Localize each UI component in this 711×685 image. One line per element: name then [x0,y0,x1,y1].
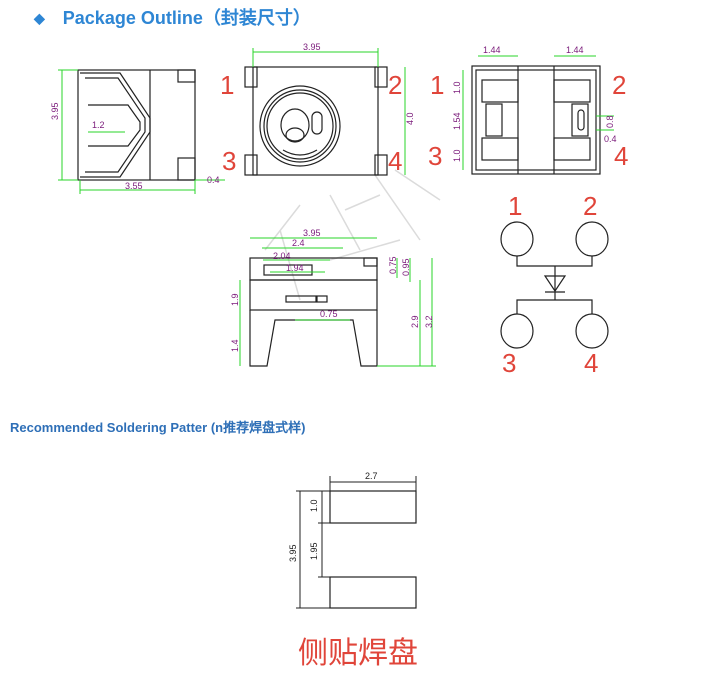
package-outline-heading: ◆ Package Outline（封装尺寸） [34,4,311,30]
dim-1-9: 1.9 [230,293,240,306]
dim-0-75-bottom: 0.75 [320,309,338,319]
top-view [244,66,388,176]
dim-3-95-top: 3.95 [303,42,321,52]
dim-2-7: 2.7 [365,471,378,481]
dim-3-55: 3.55 [125,181,143,191]
top-view-dims [252,48,406,175]
pin-2-label: 2 [388,70,402,100]
dim-3-2: 3.2 [424,315,434,328]
dim-2-04: 2.04 [273,251,291,261]
pin-4-label-bottom: 4 [614,141,628,171]
dim-3-95-pad: 3.95 [288,544,298,562]
schematic-pin-1: 1 [508,191,522,221]
side-mount-pad-label: 侧贴焊盘 [298,636,418,671]
dim-1-0-bottom: 1.0 [452,149,462,162]
dim-0-8: 0.8 [605,115,615,128]
schematic-pin-2: 2 [583,191,597,221]
dim-1-2: 1.2 [92,120,105,130]
front-view [249,257,378,367]
side-view-left-dims [58,69,225,194]
dim-1-4: 1.4 [230,339,240,352]
dim-0-4-bottom: 0.4 [604,134,617,144]
dim-1-54: 1.54 [452,112,462,130]
dim-1-44-left: 1.44 [483,45,501,55]
dim-3-95-front: 3.95 [303,228,321,238]
dim-2-9: 2.9 [410,315,420,328]
pin-4-label: 4 [388,146,402,176]
dim-4-0: 4.0 [405,112,415,125]
schematic-pin-3: 3 [502,348,516,378]
schematic-pin-4: 4 [584,348,598,378]
pin-2-label-bottom: 2 [612,70,626,100]
pin-1-label-bottom: 1 [430,70,444,100]
front-view-dims [239,237,436,367]
dim-1-0-pad: 1.0 [309,499,319,512]
pin-3-label-bottom: 3 [428,141,442,171]
package-outline-title: Package Outline（封装尺寸） [62,8,311,28]
bottom-view [471,65,601,175]
dim-3-95: 3.95 [50,102,60,120]
pin-1-label: 1 [220,70,234,100]
dim-1-44-right: 1.44 [566,45,584,55]
dim-1-95-pad: 1.95 [309,542,319,560]
dim-0-4: 0.4 [207,175,220,185]
dim-2-4: 2.4 [292,238,305,248]
dim-1-94: 1.94 [286,263,304,273]
bullet-diamond-icon: ◆ [34,10,45,26]
dim-0-75-side: 0.75 [388,256,398,274]
bottom-view-dims [462,55,614,170]
solder-pad-pattern [329,490,417,609]
side-view-left [77,69,196,181]
dim-1-0-top: 1.0 [452,81,462,94]
solder-pad-dims [296,476,417,609]
pin-3-label: 3 [222,146,236,176]
circuit-schematic [500,221,609,349]
soldering-pattern-heading: Recommended Soldering Patter (n推荐焊盘式样) [10,420,306,435]
dim-0-95: 0.95 [401,258,411,276]
